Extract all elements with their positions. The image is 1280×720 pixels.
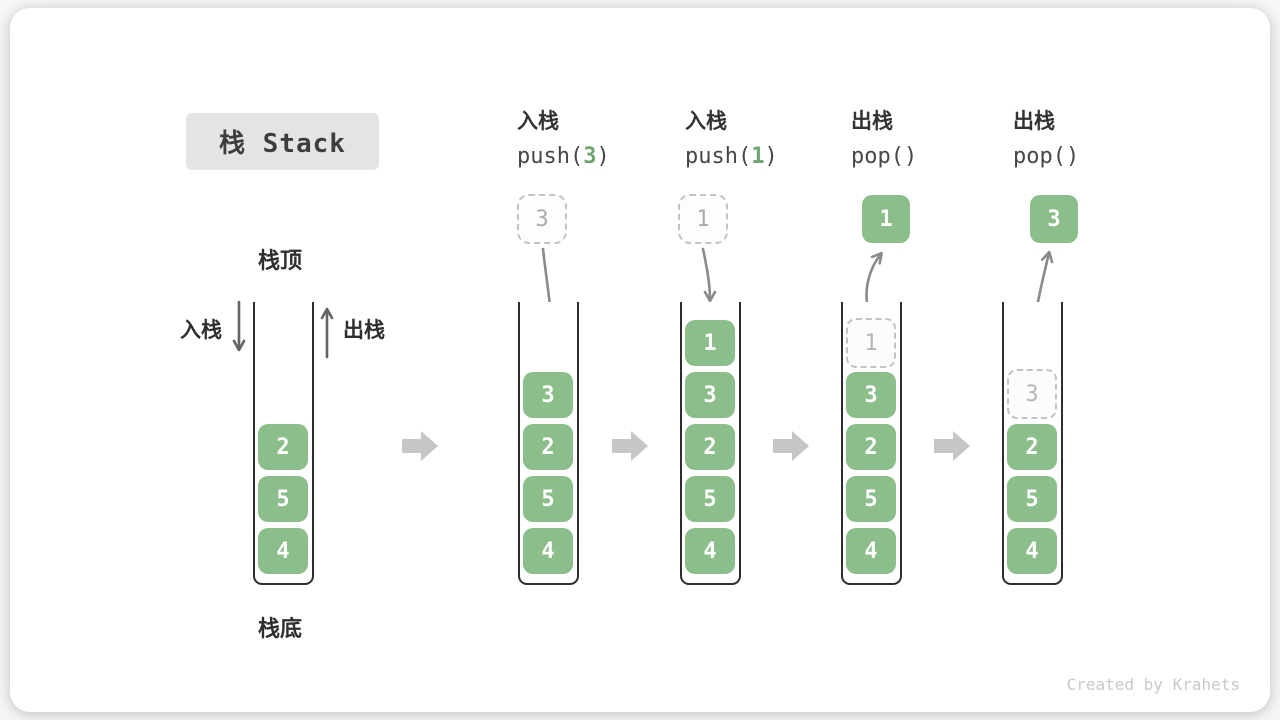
operation-code: pop() [1013,144,1080,169]
stack-element: 3 [846,372,896,418]
stack-element: 4 [523,528,573,574]
stack-element: 4 [685,528,735,574]
flow-arrow-icon [612,431,648,461]
stack-element: 2 [846,424,896,470]
stack-container-1: 2 5 4 [253,302,314,585]
stack-element: 5 [846,476,896,522]
operation-code: push(1) [685,144,778,169]
operation-name: 出栈 [1013,109,1055,133]
incoming-element: 3 [517,194,567,244]
popped-element: 3 [1030,195,1078,243]
stack-element: 3 [685,372,735,418]
stack-top-label: 栈顶 [258,249,303,274]
stack-element: 2 [685,424,735,470]
operation-label-push-1: 入栈 push(1) [685,105,778,169]
stack-element: 3 [523,372,573,418]
operation-arg: 3 [583,144,597,169]
operation-label-pop-2: 出栈 pop() [1013,105,1079,169]
title-label: 栈 Stack [219,129,346,159]
ghost-element: 1 [846,318,896,368]
ghost-element: 3 [1007,369,1057,419]
stack-element: 4 [846,528,896,574]
operation-code: pop() [851,144,918,169]
stack-element: 5 [685,476,735,522]
stack-bottom-label: 栈底 [258,617,303,642]
flow-arrow-icon [402,431,438,461]
stack-element: 5 [258,476,308,522]
stack-element: 4 [1007,528,1057,574]
title-box: 栈 Stack [186,113,379,170]
operation-name: 入栈 [517,109,559,133]
stack-element: 5 [1007,476,1057,522]
stack-element: 2 [258,424,308,470]
push-path-arrow-icon [701,247,717,303]
stack-element: 2 [523,424,573,470]
push-label: 入栈 [180,318,222,342]
stack-container-5: 3 2 5 4 [1002,302,1063,585]
stack-container-4: 1 3 2 5 4 [841,302,902,585]
operation-label-pop-1: 出栈 pop() [851,105,917,169]
stack-element: 1 [685,320,735,366]
flow-arrow-icon [773,431,809,461]
popped-element: 1 [862,195,910,243]
operation-name: 入栈 [685,109,727,133]
stack-container-3: 1 3 2 5 4 [680,302,741,585]
operation-name: 出栈 [851,109,893,133]
watermark: Created by Krahets [1066,675,1240,694]
stack-container-2: 3 2 5 4 [518,302,579,585]
operation-code: push(3) [517,144,610,169]
pop-label: 出栈 [343,318,385,342]
stack-element: 2 [1007,424,1057,470]
operation-arg: 1 [751,144,765,169]
incoming-element: 1 [678,194,728,244]
flow-arrow-icon [934,431,970,461]
operation-label-push-3: 入栈 push(3) [517,105,610,169]
stack-element: 5 [523,476,573,522]
stack-element: 4 [258,528,308,574]
